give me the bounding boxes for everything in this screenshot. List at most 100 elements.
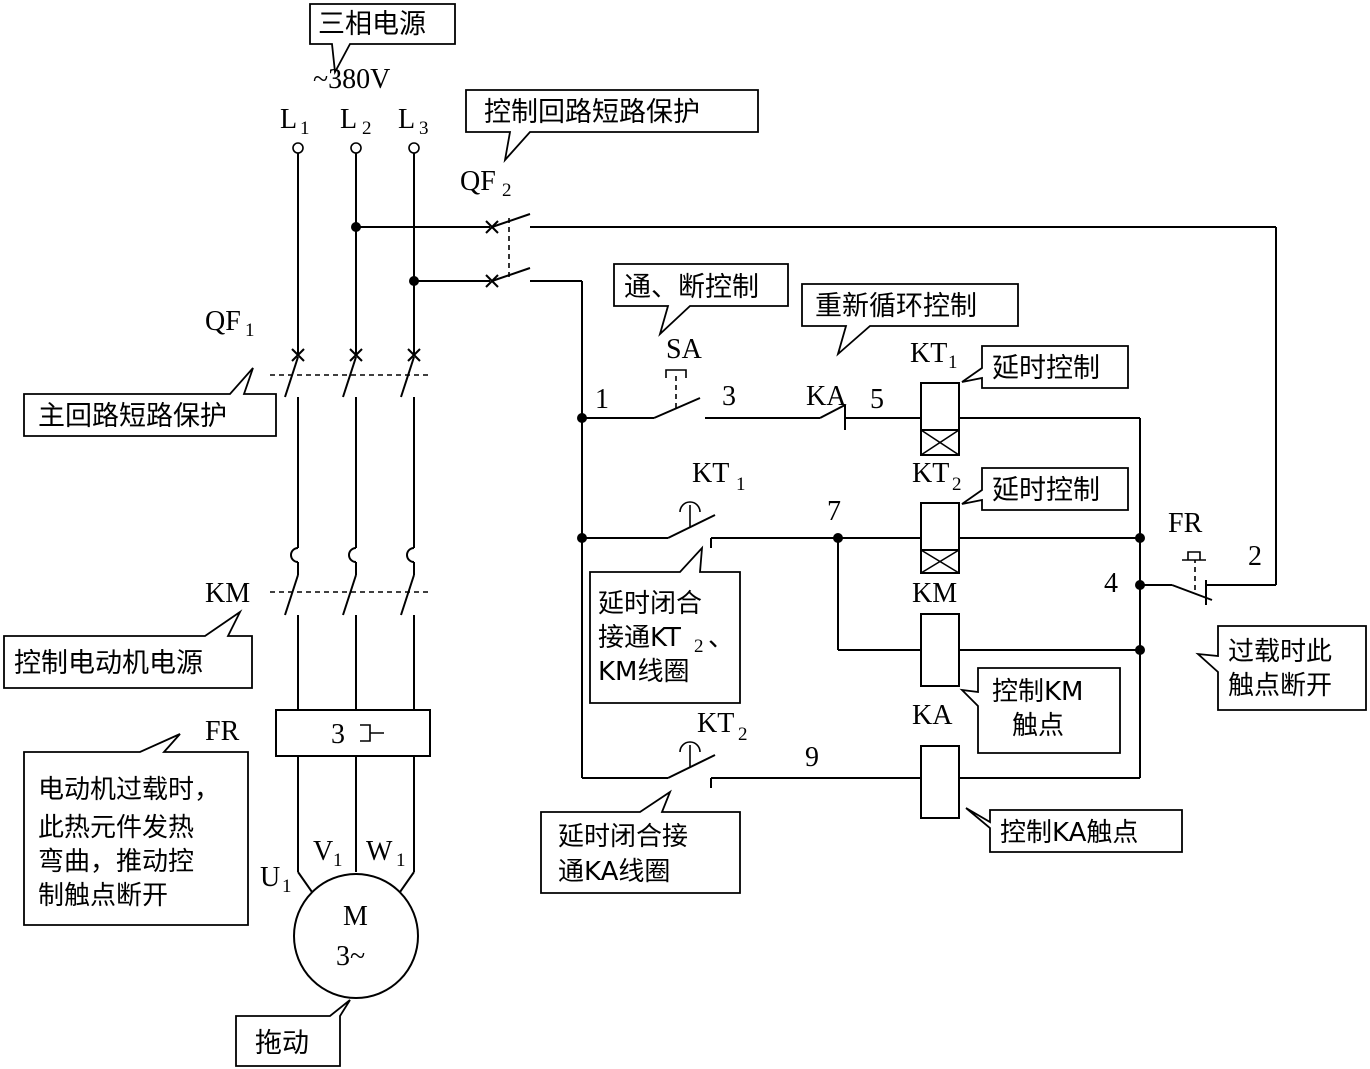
callout-main-short-protect: 主回路短路保护: [23, 367, 277, 437]
fr-control-contact: [1171, 551, 1213, 605]
ka-contact-label: KA: [806, 381, 847, 412]
callout-ka-note: 控制KA触点: [965, 807, 1183, 853]
node-5-label: 5: [870, 384, 884, 415]
kt2-coil-label: KT: [912, 458, 949, 489]
svg-text:通、断控制: 通、断控制: [624, 272, 759, 303]
l2-sub: 2: [362, 118, 372, 139]
motor-m-label: M: [343, 901, 368, 932]
callout-recycle-control: 重新循环控制: [801, 283, 1019, 357]
u1-label: U: [260, 862, 280, 893]
svg-text:延时控制: 延时控制: [992, 475, 1100, 506]
kt1-contact-label: KT: [692, 458, 729, 489]
callout-on-off-control: 通、断控制: [613, 263, 789, 337]
svg-text:控制回路短路保护: 控制回路短路保护: [484, 97, 700, 128]
svg-text:此热元件发热: 此热元件发热: [38, 813, 194, 843]
callout-kt2-note: 延时闭合接 通KA线圈: [540, 789, 741, 894]
callout-delay-control-2: 延时控制: [961, 467, 1129, 511]
kt2-contact-sub: 2: [738, 724, 748, 745]
svg-text:弯曲，推动控: 弯曲，推动控: [38, 847, 194, 877]
sa-label: SA: [666, 334, 703, 365]
svg-text:触点断开: 触点断开: [1228, 671, 1332, 701]
km-coil-label: KM: [912, 578, 957, 609]
callout-control-motor-power: 控制电动机电源: [3, 609, 253, 689]
callout-overload-note: 过载时此 触点断开: [1195, 625, 1367, 711]
node-1-label: 1: [595, 384, 609, 415]
kt1-contact-sub: 1: [736, 474, 746, 495]
svg-text:延时控制: 延时控制: [992, 353, 1100, 384]
km-main-label: KM: [205, 578, 250, 609]
qf1-label: QF: [205, 306, 241, 337]
svg-text:2: 2: [694, 636, 704, 657]
l1-label: L: [280, 104, 297, 135]
svg-text:主回路短路保护: 主回路短路保护: [38, 401, 227, 432]
svg-text:重新循环控制: 重新循环控制: [815, 291, 977, 322]
terminal-l1: [292, 142, 304, 154]
svg-text:延时闭合接: 延时闭合接: [558, 822, 688, 852]
svg-text:控制KM: 控制KM: [992, 677, 1083, 707]
qf2-label: QF: [460, 166, 496, 197]
callout-three-phase-source: 三相电源: [309, 3, 456, 75]
callout-delay-control-1: 延时控制: [961, 345, 1129, 389]
svg-text:触点: 触点: [1012, 711, 1064, 741]
l3-sub: 3: [419, 118, 429, 139]
motor-phase-label: 3~: [336, 941, 365, 972]
kt2-delay-contact: [667, 741, 716, 788]
v1-label: V: [313, 836, 333, 867]
qf1-sub: 1: [245, 320, 255, 341]
u1-sub: 1: [282, 876, 292, 897]
callout-drive: 拖动: [235, 999, 351, 1067]
svg-text:拖动: 拖动: [255, 1028, 309, 1059]
fr-thermal-element: [275, 709, 431, 757]
kt2-coil-sub: 2: [952, 474, 962, 495]
l3-label: L: [398, 104, 415, 135]
l1-sub: 1: [300, 118, 310, 139]
svg-text:延时闭合: 延时闭合: [598, 589, 702, 619]
ka-coil: [920, 745, 960, 819]
callout-km-note: 控制KM 触点: [959, 667, 1121, 754]
fr-main-label: FR: [205, 716, 240, 747]
kt1-delay-contact: [667, 501, 716, 548]
svg-text:电动机过载时，: 电动机过载时，: [38, 775, 220, 805]
fr-contact-label: FR: [1168, 508, 1203, 539]
kt1-coil-label: KT: [910, 338, 947, 369]
sa-switch[interactable]: [653, 369, 701, 419]
svg-text:接通KT: 接通KT: [598, 623, 681, 653]
callout-fr-note: 电动机过载时， 此热元件发热 弯曲，推动控 制触点断开: [23, 733, 249, 926]
svg-text:三相电源: 三相电源: [318, 9, 426, 40]
callout-control-short-protect: 控制回路短路保护: [465, 89, 759, 163]
svg-text:制触点断开: 制触点断开: [38, 881, 168, 911]
node-3-label: 3: [722, 381, 736, 412]
kt2-coil: [920, 502, 960, 574]
voltage-label: ~380V: [313, 64, 390, 95]
fr-element-label: 3: [331, 719, 345, 750]
motor: [293, 873, 419, 999]
node-4-label: 4: [1104, 568, 1118, 599]
svg-text:控制电动机电源: 控制电动机电源: [14, 648, 203, 679]
callout-kt1-note: 延时闭合 接通KT 2 、 KM线圈: [589, 545, 741, 704]
terminal-l3: [408, 142, 420, 154]
svg-text:过载时此: 过载时此: [1228, 637, 1332, 667]
node-2-label: 2: [1248, 541, 1262, 572]
terminal-l2: [350, 142, 362, 154]
node-7-label: 7: [827, 496, 841, 527]
qf1-breaker: [270, 348, 430, 398]
w1-label: W: [366, 836, 393, 867]
w1-sub: 1: [396, 850, 406, 871]
svg-text:控制KA触点: 控制KA触点: [1000, 818, 1138, 848]
kt2-contact-label: KT: [697, 708, 734, 739]
qf2-breaker: [485, 213, 531, 288]
svg-text:通KA线圈: 通KA线圈: [558, 857, 670, 887]
ka-coil-label: KA: [912, 700, 953, 731]
svg-text:KM线圈: KM线圈: [598, 657, 689, 687]
km-coil: [920, 613, 960, 687]
km-main-contacts: [270, 547, 430, 616]
svg-text:、: 、: [708, 623, 734, 653]
node-9-label: 9: [805, 742, 819, 773]
qf2-sub: 2: [502, 180, 512, 201]
l2-label: L: [340, 104, 357, 135]
kt1-coil: [920, 382, 960, 456]
v1-sub: 1: [333, 850, 343, 871]
kt1-coil-sub: 1: [948, 352, 958, 373]
